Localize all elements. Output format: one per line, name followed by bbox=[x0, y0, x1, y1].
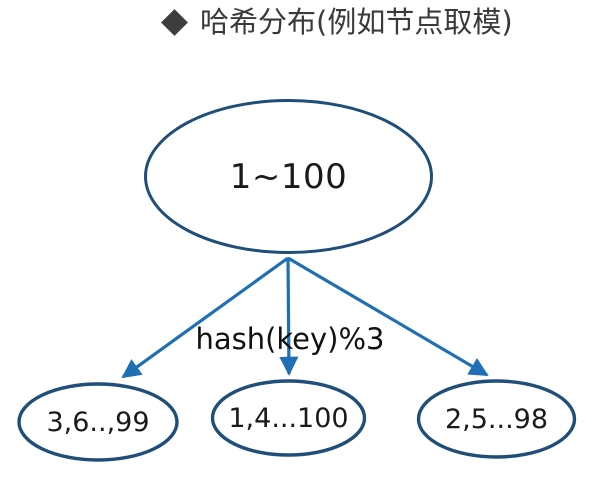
connector-arrow-right bbox=[287, 256, 489, 377]
page-title: 哈希分布(例如节点取模) bbox=[200, 5, 513, 39]
slide-title-row: 哈希分布(例如节点取模) bbox=[161, 5, 513, 39]
connector-group bbox=[121, 256, 489, 379]
leaf-node-ellipse-2[interactable] bbox=[416, 379, 577, 459]
connector-arrow-left bbox=[121, 256, 289, 379]
leaf-node-ellipse-1[interactable] bbox=[210, 379, 367, 457]
root-node-ellipse[interactable] bbox=[144, 99, 433, 254]
connector-arrow-middle bbox=[279, 257, 299, 376]
leaf-node-ellipse-0[interactable] bbox=[17, 382, 179, 462]
